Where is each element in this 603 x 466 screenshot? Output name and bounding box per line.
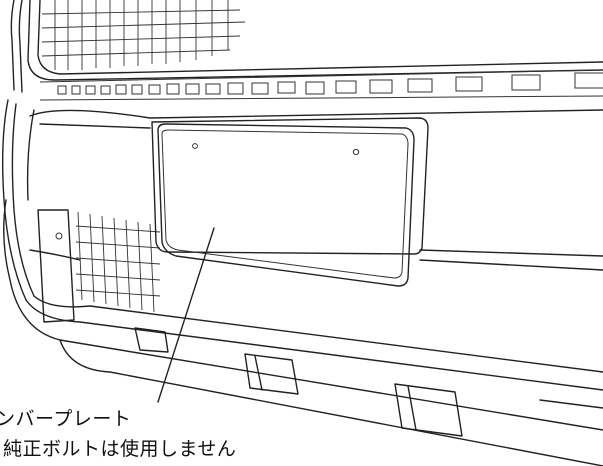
- plate-bolt-hole-right: [352, 148, 360, 156]
- lower-bumper-blocks: [134, 327, 603, 437]
- leader-line: [157, 227, 215, 403]
- lower-grille: [37, 209, 161, 323]
- caption-line-1: ンバープレート: [0, 408, 132, 430]
- caption-line-2: 純正ボルトは使用しません: [3, 438, 237, 460]
- plate-bolt-hole-left: [192, 143, 198, 149]
- slot-row: [39, 69, 603, 101]
- bumper-body: [1, 99, 603, 466]
- license-plate: [151, 117, 429, 287]
- upper-grille: [10, 0, 603, 93]
